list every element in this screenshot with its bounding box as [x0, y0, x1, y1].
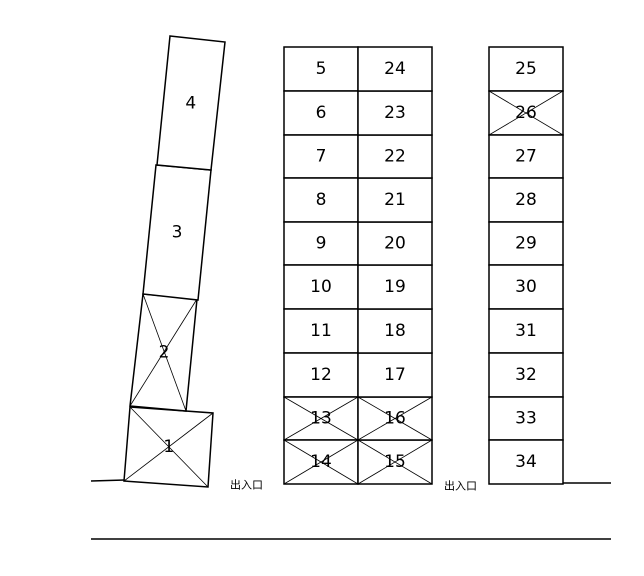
parking-space-number: 20: [384, 234, 406, 254]
parking-space-number: 18: [384, 321, 406, 341]
parking-space-23: 23: [357, 90, 433, 136]
parking-space-20: 20: [357, 221, 433, 266]
parking-space-number: 34: [515, 452, 537, 472]
parking-space-number: 32: [515, 365, 537, 385]
entrance-label-right: 出入口: [444, 479, 477, 493]
unavailable-cross-mark: [357, 396, 433, 441]
parking-space-number: 31: [515, 321, 537, 341]
parking-space-12: 12: [283, 352, 359, 398]
parking-space-number: 23: [384, 103, 406, 123]
parking-space-22: 22: [357, 134, 433, 179]
parking-space-number: 26: [515, 103, 537, 123]
parking-space-18: 18: [357, 308, 433, 354]
entrance-label-left: 出入口: [230, 478, 263, 492]
parking-space-number: 1: [163, 437, 174, 457]
parking-space-outline: [488, 439, 564, 485]
parking-space-number: 33: [515, 409, 537, 429]
parking-space-number: 6: [316, 103, 327, 123]
parking-space-17: 17: [357, 352, 433, 398]
parking-space-number: 13: [310, 409, 332, 429]
parking-space-number: 10: [310, 277, 332, 297]
parking-space-number: 27: [515, 147, 537, 167]
parking-space-number: 9: [316, 234, 327, 254]
unavailable-cross-mark: [123, 412, 214, 482]
parking-space-8: 8: [283, 177, 359, 223]
parking-space-number: 29: [515, 234, 537, 254]
boundary-line-left: [90, 479, 126, 482]
parking-space-number: 21: [384, 190, 406, 210]
parking-space-31: 31: [488, 308, 564, 354]
unavailable-cross-mark: [283, 396, 359, 441]
parking-space-13: 13: [283, 396, 359, 441]
parking-space-4: 4: [156, 35, 226, 171]
parking-space-28: 28: [488, 177, 564, 223]
parking-space-number: 4: [185, 93, 196, 113]
parking-space-7: 7: [283, 134, 359, 179]
parking-space-5: 5: [283, 46, 359, 92]
parking-space-number: 25: [515, 59, 537, 79]
parking-space-number: 11: [310, 321, 332, 341]
parking-space-33: 33: [488, 396, 564, 441]
parking-space-number: 8: [316, 190, 327, 210]
unavailable-cross-mark: [142, 293, 187, 412]
parking-space-21: 21: [357, 177, 433, 223]
parking-space-outline: [357, 46, 433, 92]
parking-space-34: 34: [488, 439, 564, 485]
parking-space-9: 9: [283, 221, 359, 266]
parking-space-3: 3: [142, 164, 212, 301]
parking-space-19: 19: [357, 264, 433, 310]
parking-space-number: 22: [384, 147, 406, 167]
parking-space-number: 19: [384, 277, 406, 297]
unavailable-cross-mark: [283, 439, 359, 485]
parking-space-number: 7: [316, 147, 327, 167]
parking-space-10: 10: [283, 264, 359, 310]
parking-space-30: 30: [488, 264, 564, 310]
parking-space-1: 1: [123, 406, 214, 488]
unavailable-cross-mark: [357, 439, 433, 485]
parking-space-number: 5: [316, 59, 327, 79]
parking-space-11: 11: [283, 308, 359, 354]
parking-space-number: 14: [310, 452, 332, 472]
parking-space-number: 24: [384, 59, 406, 79]
parking-space-number: 2: [159, 343, 170, 363]
parking-space-outline: [156, 35, 226, 171]
parking-space-24: 24: [357, 46, 433, 92]
parking-space-number: 30: [515, 277, 537, 297]
parking-space-27: 27: [488, 134, 564, 179]
parking-space-25: 25: [488, 46, 564, 92]
parking-space-number: 12: [310, 365, 332, 385]
parking-space-number: 3: [172, 222, 183, 242]
parking-space-number: 16: [384, 409, 406, 429]
parking-space-32: 32: [488, 352, 564, 398]
parking-space-16: 16: [357, 396, 433, 441]
parking-space-number: 15: [384, 452, 406, 472]
parking-space-number: 17: [384, 365, 406, 385]
unavailable-cross-mark: [129, 298, 198, 407]
parking-space-6: 6: [283, 90, 359, 136]
parking-space-29: 29: [488, 221, 564, 266]
parking-space-2: 2: [129, 293, 198, 412]
unavailable-cross-mark: [488, 90, 564, 136]
parking-space-26: 26: [488, 90, 564, 136]
parking-space-number: 28: [515, 190, 537, 210]
parking-space-15: 15: [357, 439, 433, 485]
parking-space-14: 14: [283, 439, 359, 485]
